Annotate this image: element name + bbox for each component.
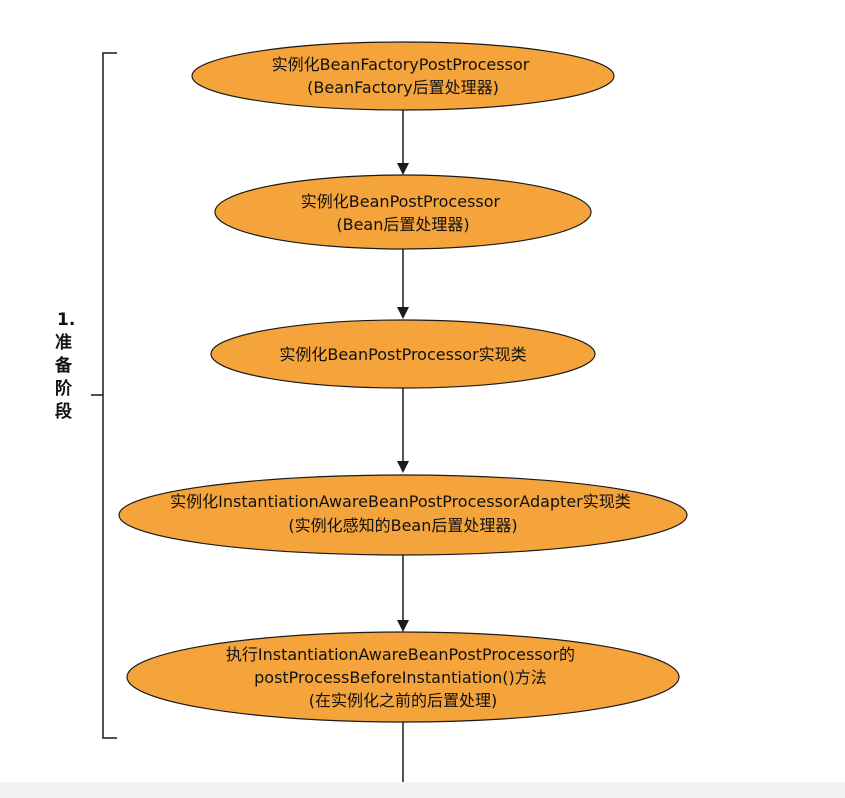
node-ellipse (191, 41, 615, 111)
phase-label-line: 准 (55, 333, 72, 353)
node-label-line: (在实例化之前的后置处理) (309, 691, 498, 710)
flow-node-5: 执行InstantiationAwareBeanPostProcessor的 p… (126, 631, 680, 723)
phase-bracket (91, 52, 117, 739)
phase-label-line: 1. (57, 310, 75, 330)
phase-label-line: 段 (55, 401, 72, 422)
node-label-line: 执行InstantiationAwareBeanPostProcessor的 (226, 645, 575, 664)
flow-node-4: 实例化InstantiationAwareBeanPostProcessorAd… (118, 474, 688, 556)
flow-node-1: 实例化BeanFactoryPostProcessor (BeanFactory… (191, 41, 615, 111)
arrowhead-3-4 (397, 461, 409, 473)
arrowhead-1-2 (397, 163, 409, 175)
arrowhead-4-5 (397, 620, 409, 632)
phase-label-line: 阶 (55, 378, 73, 399)
node-label: 实例化BeanPostProcessor (Bean后置处理器) (301, 192, 505, 234)
node-label-line: 实例化InstantiationAwareBeanPostProcessorAd… (170, 492, 631, 511)
arrowhead-2-3 (397, 307, 409, 319)
viewport-bottom-edge (0, 782, 845, 798)
node-label-line: 实例化BeanPostProcessor实现类 (279, 345, 526, 364)
node-label-line: (Bean后置处理器) (336, 215, 469, 234)
phase-label-line: 备 (54, 355, 73, 376)
node-label: 实例化BeanPostProcessor实现类 (279, 345, 526, 364)
node-label-line: 实例化BeanFactoryPostProcessor (272, 55, 530, 74)
node-ellipse (210, 319, 596, 389)
node-ellipse (118, 474, 688, 556)
node-label: 实例化InstantiationAwareBeanPostProcessorAd… (170, 492, 636, 535)
node-label-line: postProcessBeforeInstantiation()方法 (254, 668, 547, 687)
node-label-line: (BeanFactory后置处理器) (307, 78, 499, 97)
node-label: 实例化BeanFactoryPostProcessor (BeanFactory… (272, 55, 535, 97)
node-ellipse (126, 631, 680, 723)
node-label-line: (实例化感知的Bean后置处理器) (288, 516, 517, 535)
flow-node-3: 实例化BeanPostProcessor实现类 (210, 319, 596, 389)
phase-label: 1. 准 备 阶 段 (54, 310, 81, 422)
node-label-line: 实例化BeanPostProcessor (301, 192, 501, 211)
flow-node-2: 实例化BeanPostProcessor (Bean后置处理器) (214, 174, 592, 250)
node-ellipse (214, 174, 592, 250)
node-label: 执行InstantiationAwareBeanPostProcessor的 p… (226, 645, 580, 710)
